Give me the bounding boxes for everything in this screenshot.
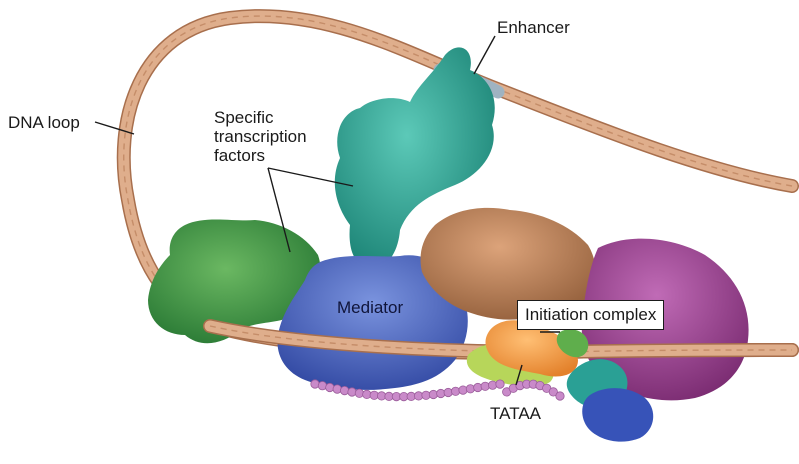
- tf-label-line-2: transcription: [214, 127, 307, 146]
- tataa-leader-line: [515, 364, 523, 386]
- ctd-bead: [310, 379, 320, 389]
- ctd-bead-chain: [310, 379, 565, 402]
- ctd-bead: [443, 387, 453, 398]
- ctd-bead: [473, 382, 483, 393]
- orange-tata-binding-protein: [485, 320, 578, 377]
- ctd-bead: [339, 385, 350, 396]
- tf-leader-line-green: [267, 167, 291, 253]
- mediator-label: Mediator: [337, 298, 404, 317]
- tf-leader-line-teal: [267, 167, 354, 187]
- purple-polymerase-complex: [581, 238, 749, 401]
- ctd-bead: [317, 381, 327, 391]
- specific-transcription-factors-label: Specific transcription factors: [214, 108, 307, 165]
- small-green-factor: [556, 329, 589, 358]
- brown-polymerase-complex: [420, 207, 596, 320]
- ctd-bead: [347, 387, 357, 397]
- ctd-bead: [465, 384, 475, 394]
- ctd-bead: [450, 386, 461, 396]
- ctd-bead: [495, 379, 505, 389]
- tataa-label: TATAA: [490, 404, 541, 423]
- mediator-complex: [277, 255, 468, 390]
- enhancer-leader-line: [473, 35, 496, 75]
- tf-label-line-3: factors: [214, 146, 266, 165]
- tf-label-line-1: Specific: [214, 108, 274, 127]
- ctd-bead: [548, 387, 558, 397]
- dna-loop-label: DNA loop: [8, 113, 80, 132]
- ctd-bead: [555, 391, 565, 401]
- initiation-complex-label: Initiation complex: [517, 300, 665, 330]
- ctd-bead: [325, 382, 335, 393]
- teal-transcription-factor: [334, 47, 495, 269]
- ctd-bead: [458, 385, 468, 395]
- green-transcription-factor: [148, 219, 321, 344]
- small-blue-factor: [582, 388, 654, 442]
- ctd-bead: [332, 384, 342, 394]
- dna-loop-leader-line: [94, 121, 135, 135]
- enhancer-label: Enhancer: [497, 18, 570, 37]
